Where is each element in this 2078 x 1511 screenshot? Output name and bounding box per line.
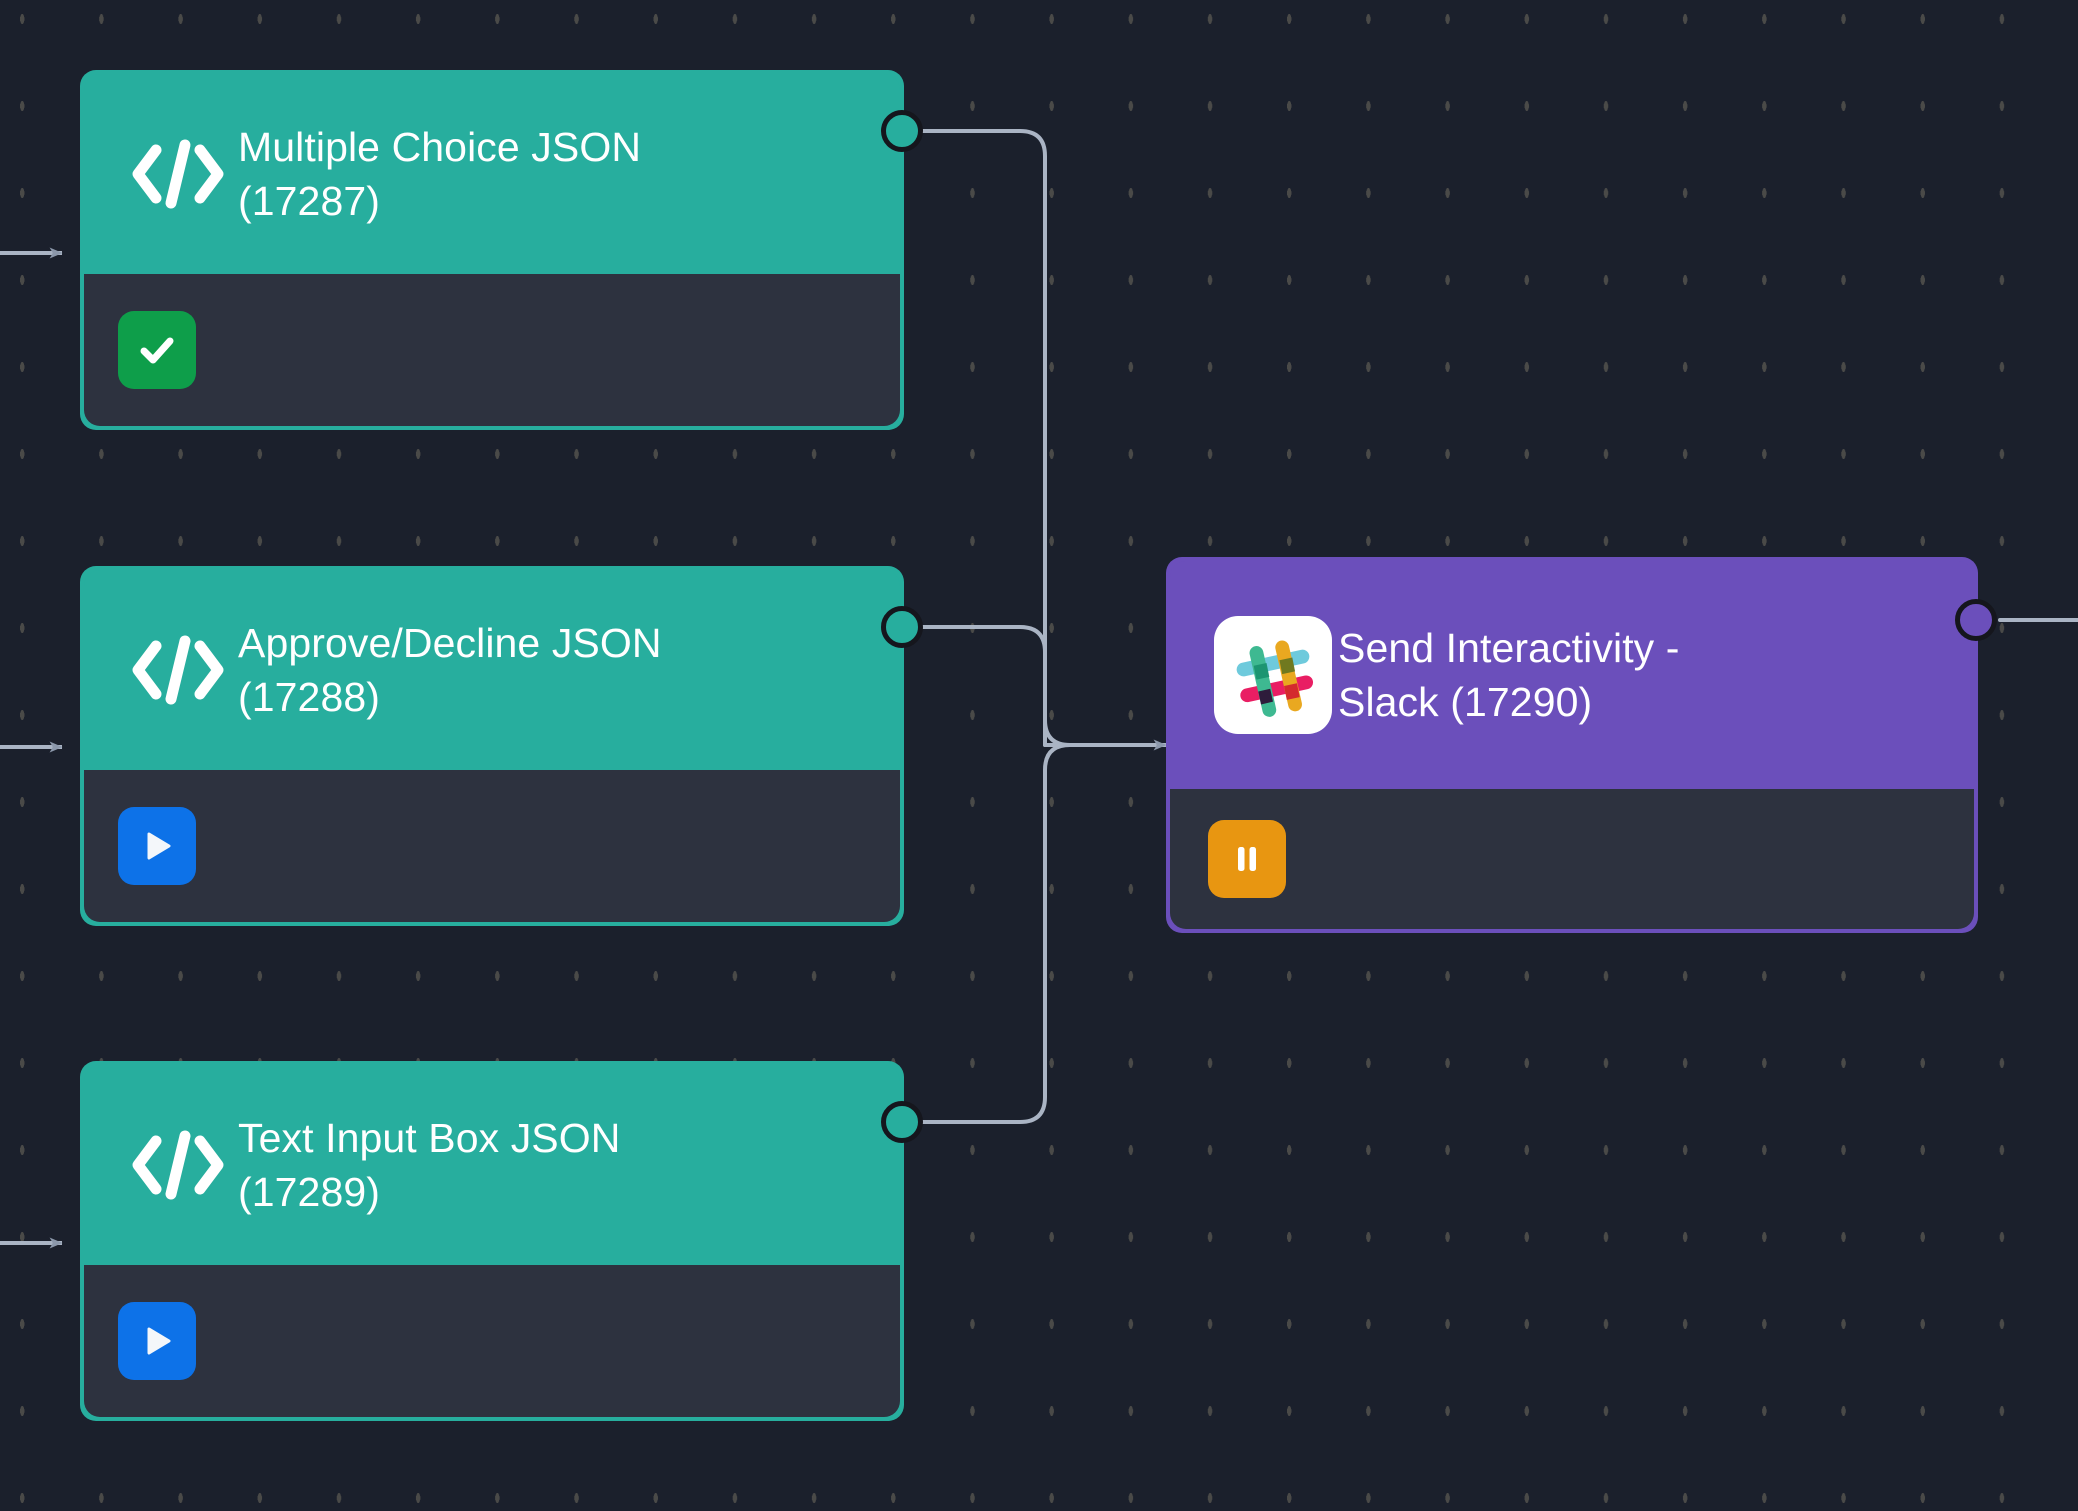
edge-17287-to-17290 (902, 129, 1072, 747)
code-brackets-icon (118, 632, 238, 708)
slack-logo-tile (1214, 616, 1332, 734)
edge-17289-to-17290 (902, 743, 1072, 1124)
output-port[interactable] (881, 110, 923, 152)
node-footer (84, 770, 900, 922)
slack-logo-icon (1208, 616, 1338, 734)
output-port[interactable] (881, 1101, 923, 1143)
node-multiple-choice-json[interactable]: Multiple Choice JSON (17287) (80, 70, 923, 430)
node-header[interactable]: Multiple Choice JSON (17287) (84, 74, 900, 274)
node-title: Multiple Choice JSON (17287) (238, 123, 642, 224)
node-title: Text Input Box JSON (17289) (238, 1114, 621, 1215)
node-footer (84, 1265, 900, 1417)
play-icon (147, 1327, 171, 1355)
check-icon (140, 337, 174, 364)
status-badge-paused[interactable] (1208, 820, 1286, 898)
node-title: Send Interactivity - Slack (17290) (1338, 624, 1680, 725)
pause-icon (1238, 847, 1256, 871)
code-brackets-icon (118, 136, 238, 212)
node-header[interactable]: Send Interactivity - Slack (17290) (1170, 561, 1974, 789)
status-badge-run[interactable] (118, 1302, 196, 1380)
status-badge-run[interactable] (118, 807, 196, 885)
edge-17288-to-17290 (902, 625, 1047, 747)
output-port[interactable] (881, 606, 923, 648)
play-icon (147, 832, 171, 860)
status-badge-success[interactable] (118, 311, 196, 389)
node-footer (1170, 789, 1974, 929)
code-brackets-icon (118, 1127, 238, 1203)
node-text-input-box-json[interactable]: Text Input Box JSON (17289) (80, 1061, 923, 1421)
node-footer (84, 274, 900, 426)
node-send-interactivity-slack[interactable]: Send Interactivity - Slack (17290) (1166, 557, 1997, 933)
node-approve-decline-json[interactable]: Approve/Decline JSON (17288) (80, 566, 923, 926)
output-port[interactable] (1955, 599, 1997, 641)
node-header[interactable]: Approve/Decline JSON (17288) (84, 570, 900, 770)
node-title: Approve/Decline JSON (17288) (238, 619, 662, 720)
node-header[interactable]: Text Input Box JSON (17289) (84, 1065, 900, 1265)
